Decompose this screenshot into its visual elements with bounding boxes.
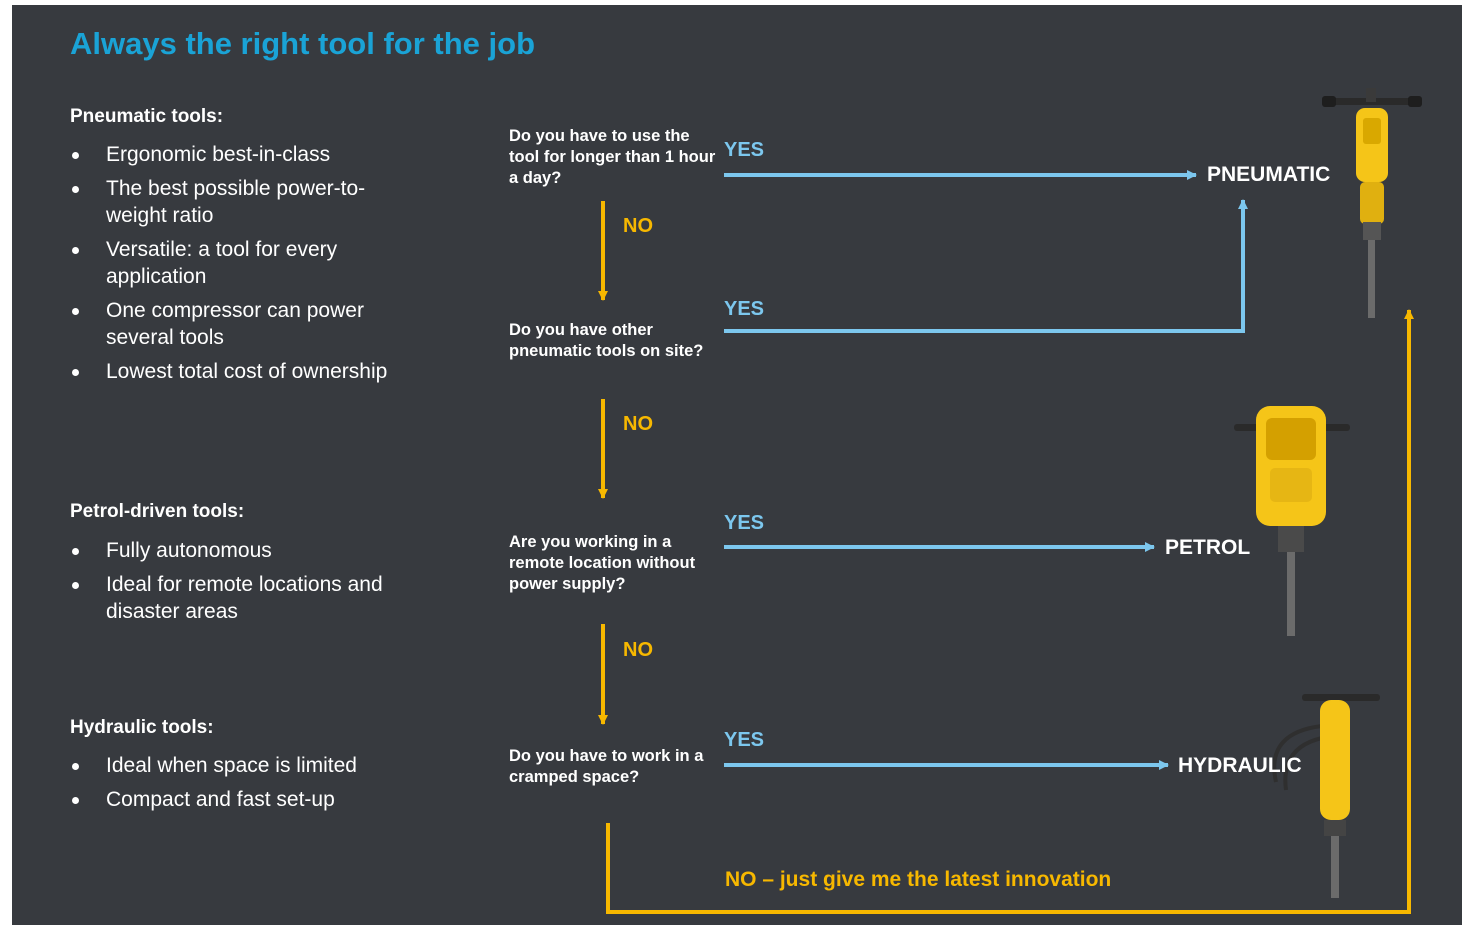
no-label: NO [623,639,653,661]
pneumatic-bullet-list: Ergonomic best-in-class The best possibl… [70,141,400,392]
yes-label: YES [724,298,765,320]
question-remote-location: Are you working in a remote location wit… [509,533,696,593]
list-item: Fully autonomous [70,537,400,564]
latest-innovation-label: NO – just give me the latest innovation [725,868,1112,891]
list-item: One compressor can power several tools [70,297,400,351]
no-label: NO [623,413,653,435]
hydraulic-breaker-icon [1272,694,1380,898]
outcome-pneumatic: PNEUMATIC [1207,163,1331,186]
hydraulic-heading: Hydraulic tools: [70,717,214,738]
yes-label: YES [724,139,765,161]
question-cramped-space: Do you have to work in a cramped space? [509,747,704,786]
outcome-hydraulic: HYDRAULIC [1178,754,1302,777]
diagram-panel [12,5,1462,925]
yes-label: YES [724,729,765,751]
petrol-breaker-icon [1234,406,1350,636]
pneumatic-heading: Pneumatic tools: [70,106,224,127]
outcome-petrol: PETROL [1165,536,1251,559]
yes-label: YES [724,512,765,534]
petrol-heading: Petrol-driven tools: [70,501,245,522]
question-other-pneumatic: Do you have other pneumatic tools on sit… [509,321,704,360]
petrol-bullet-list: Fully autonomous Ideal for remote locati… [70,537,400,632]
list-item: The best possible power-to-weight ratio [70,175,400,229]
yes-arrow-other-pneumatic [724,199,1248,333]
list-item: Ideal for remote locations and disaster … [70,571,400,625]
question-usage-duration: Do you have to use the tool for longer t… [509,127,716,187]
page-title: Always the right tool for the job [70,26,535,61]
pneumatic-breaker-icon [1322,88,1422,318]
list-item: Versatile: a tool for every application [70,236,400,290]
hydraulic-bullet-list: Ideal when space is limited Compact and … [70,752,400,820]
list-item: Compact and fast set-up [70,786,400,813]
no-label: NO [623,215,653,237]
list-item: Ideal when space is limited [70,752,400,779]
list-item: Ergonomic best-in-class [70,141,400,168]
list-item: Lowest total cost of ownership [70,358,400,385]
no-arrow-innovation [606,309,1414,914]
